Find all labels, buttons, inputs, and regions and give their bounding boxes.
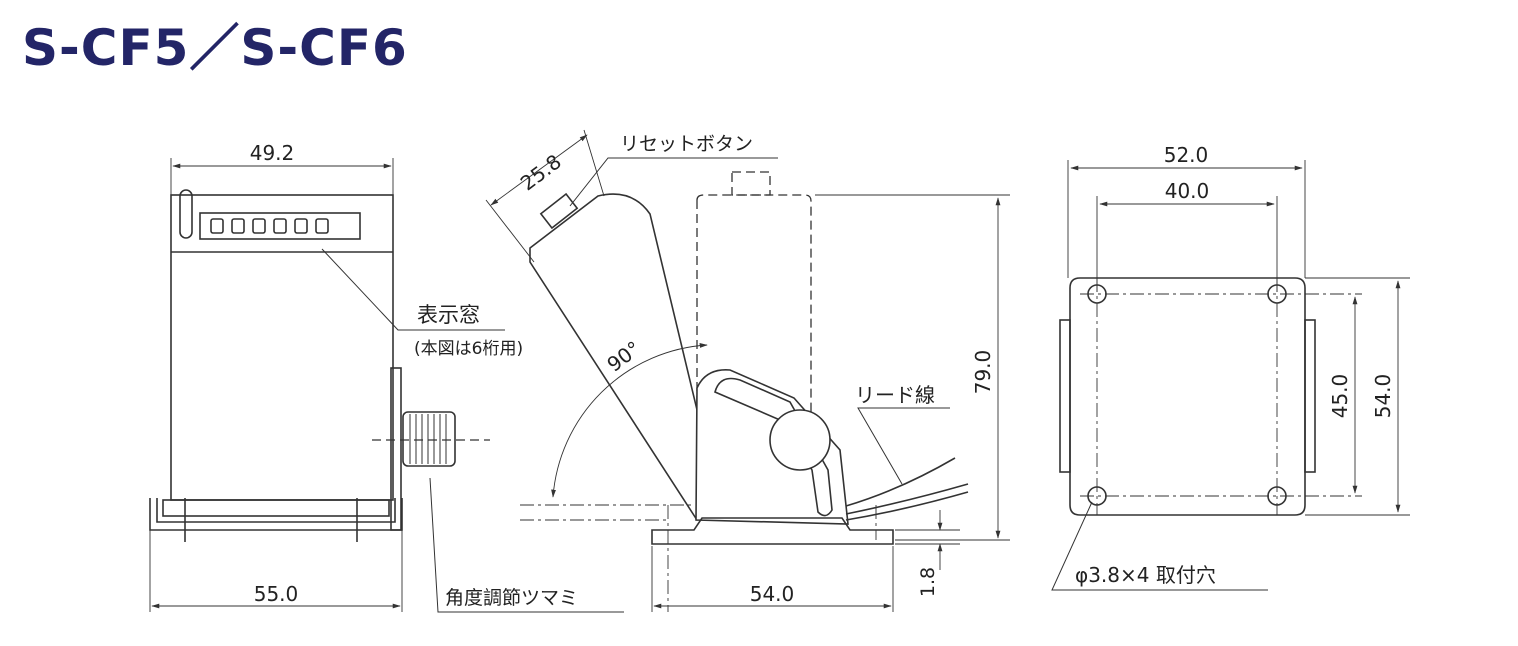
display-window (199, 212, 361, 240)
display-window-note: (本図は6桁用) (414, 339, 523, 359)
depth-dimension-line (490, 134, 588, 206)
lead-wire-label: リード線 (855, 383, 935, 407)
angle-knob (402, 411, 456, 467)
counter-body (170, 194, 394, 501)
base-width-label: 54.0 (750, 582, 795, 606)
display-window-label: 表示窓 (417, 303, 480, 327)
hole-pitch-x-label: 40.0 (1165, 179, 1210, 203)
depth-outer-label: 54.0 (1371, 374, 1395, 419)
reset-slider (179, 189, 193, 239)
base-thickness-label: 1.8 (917, 567, 939, 597)
width-outer-label: 52.0 (1164, 143, 1209, 167)
display-digits (210, 218, 329, 234)
angle-knob-label: 角度調節ツマミ (445, 587, 578, 609)
width-bottom-label: 55.0 (254, 582, 299, 606)
page-title: S-CF5／S-CF6 (22, 19, 408, 77)
base-outline (1069, 277, 1306, 516)
mounting-hole-label: φ3.8×4 取付穴 (1075, 563, 1216, 587)
bottom-view (1051, 160, 1410, 591)
angle-arc (551, 343, 708, 498)
knob-round (769, 409, 831, 471)
width-top-label: 49.2 (250, 141, 295, 165)
reset-button-label: リセットボタン (620, 133, 753, 155)
height-label: 79.0 (971, 350, 995, 395)
base-plate (651, 517, 894, 545)
side-view (485, 129, 1010, 612)
front-view (149, 158, 624, 613)
hole-pitch-y-label: 45.0 (1328, 374, 1352, 419)
